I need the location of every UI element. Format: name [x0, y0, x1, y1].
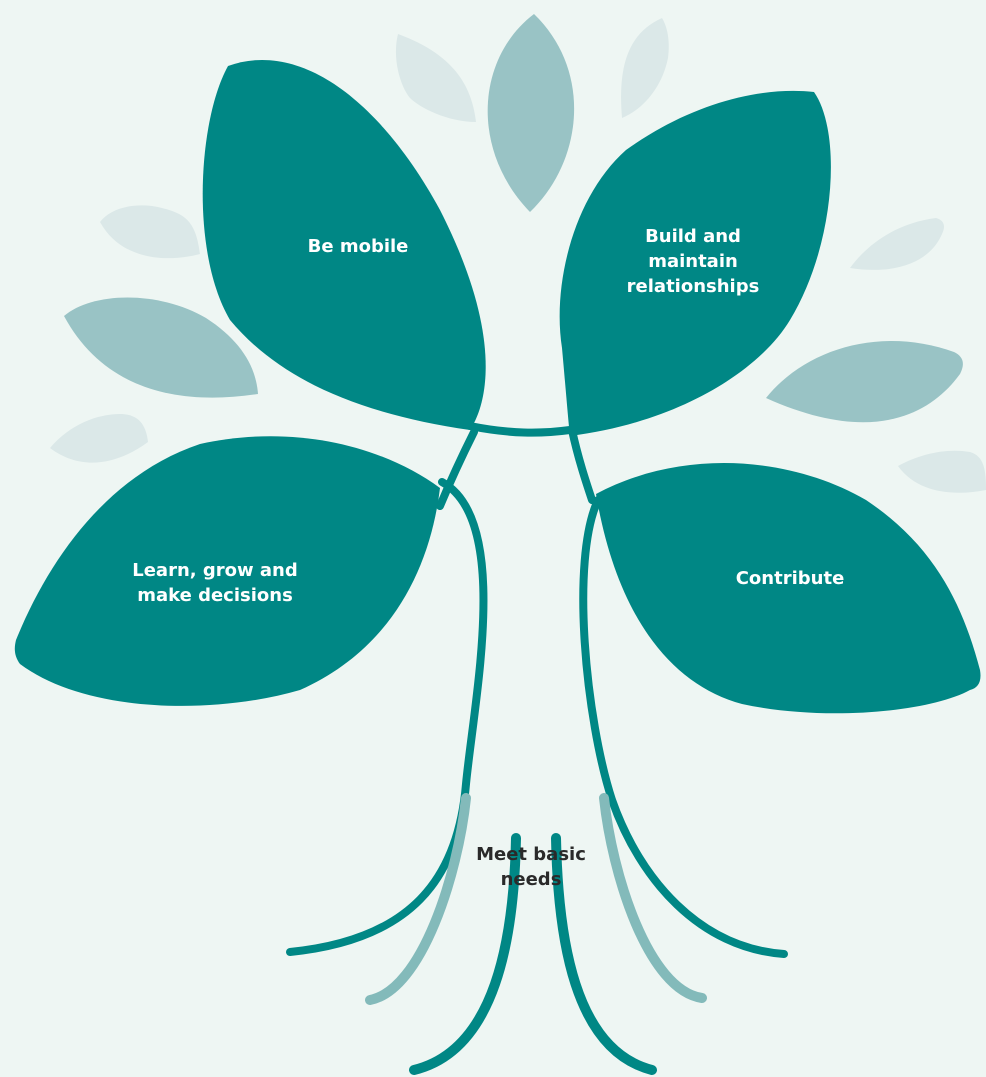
- root-light-right: [599, 793, 707, 1003]
- mid-leaf-top-center: [487, 14, 575, 212]
- root-dark-right: [551, 833, 657, 1075]
- stem-crossbar: [466, 422, 574, 437]
- bg-leaf-right-lower: [898, 450, 986, 493]
- mid-leaf-left: [64, 297, 258, 398]
- bg-leaf-right-upper: [850, 218, 944, 270]
- stem-right-upper: [568, 426, 596, 504]
- leaf-contribute: [596, 463, 981, 714]
- leaf-label-build-relationships: Build and maintain relationships: [626, 226, 760, 297]
- leaf-build-relationships: [559, 90, 831, 436]
- stem-left-upper: [436, 428, 478, 510]
- bg-leaf-top-left: [395, 34, 476, 122]
- leaf-be-mobile: [202, 59, 486, 430]
- bg-leaf-top-right: [621, 18, 669, 118]
- bg-leaf-left-lower: [50, 414, 148, 463]
- root-dark-left: [409, 833, 521, 1075]
- roots: [365, 793, 707, 1075]
- mid-leaves: [64, 14, 963, 423]
- background-leaves: [50, 18, 986, 493]
- leaf-label-be-mobile: Be mobile: [307, 236, 409, 257]
- stem-trunk-right: [579, 496, 788, 958]
- root-label-meet-basic-needs: Meet basic needs: [476, 844, 586, 890]
- main-leaves: [14, 59, 981, 714]
- leaf-label-contribute: Contribute: [735, 568, 845, 589]
- stem-trunk-left: [286, 478, 488, 956]
- root-light-left: [365, 793, 471, 1005]
- stems: [286, 422, 788, 958]
- mid-leaf-right: [766, 341, 963, 423]
- bg-leaf-left-upper: [100, 205, 200, 259]
- leaf-label-learn-grow: Learn, grow and make decisions: [132, 560, 298, 606]
- leaf-learn-grow: [14, 436, 441, 706]
